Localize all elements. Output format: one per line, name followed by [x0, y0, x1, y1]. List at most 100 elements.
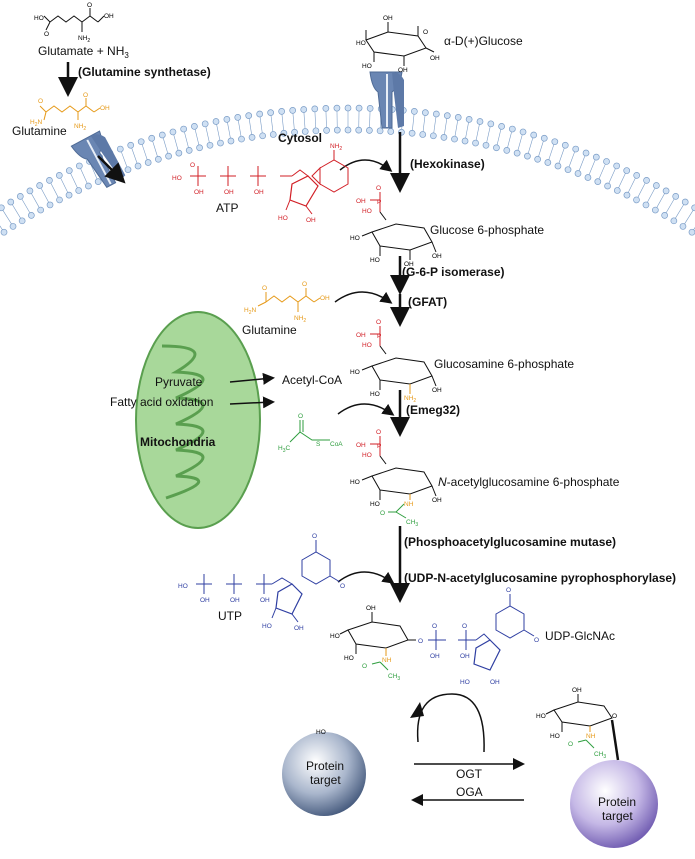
lipid-tail — [485, 123, 492, 146]
lipid-head — [196, 144, 203, 152]
lipid-head — [623, 191, 631, 199]
lipid-head — [572, 145, 580, 153]
lipid-tail — [464, 119, 470, 142]
lipid-tail — [49, 180, 60, 201]
lipid-head — [613, 187, 621, 194]
lipid-tail — [411, 111, 415, 134]
glutamine-curved-arrow — [334, 291, 393, 304]
lipid-head — [604, 182, 611, 190]
lipid-head — [584, 174, 592, 181]
g6p-isomerase-label: (G-6-P isomerase) — [402, 265, 505, 279]
lipid-head — [681, 198, 689, 206]
udp-glcnac-ch3: CH3 — [388, 673, 400, 682]
lipid-tail — [496, 126, 502, 148]
lipid-head — [280, 129, 288, 137]
lipid-head — [175, 149, 183, 157]
lipid-head — [530, 131, 538, 139]
glutamate-structure — [43, 8, 105, 32]
glucosamine6p-structure — [361, 326, 437, 394]
lipid-head — [355, 126, 363, 134]
lipid-head — [513, 149, 521, 157]
lipid-head — [487, 120, 495, 128]
lipid-head — [574, 170, 582, 177]
glutamine-mid-structure — [257, 288, 321, 312]
lipid-head — [127, 141, 135, 149]
lipid-tail — [655, 190, 667, 211]
adenine-structure — [311, 150, 349, 193]
utp-o1: O — [312, 533, 317, 540]
lipid-head — [7, 198, 15, 206]
glucose6p-structure — [361, 192, 437, 260]
lipid-tail — [1, 207, 14, 227]
udp-glcnac-ho3: HO — [460, 679, 470, 686]
gfat-label: (GFAT) — [408, 295, 447, 309]
lipid-tail — [162, 134, 169, 157]
lipid-head — [311, 105, 319, 113]
lipid-head — [165, 152, 172, 160]
cycle-arrowhead — [410, 702, 424, 718]
udp-glcnac-nh: NH — [382, 657, 392, 664]
lipid-head — [116, 145, 124, 153]
lipid-head — [540, 134, 548, 142]
glutamate-o1: O — [44, 31, 49, 38]
lipid-head — [688, 228, 695, 236]
glutamine-top-o2: O — [83, 92, 88, 99]
lipid-tail — [369, 108, 371, 131]
ogt-label: OGT — [456, 767, 483, 781]
lipid-head — [333, 104, 341, 112]
glucose-oh2: OH — [398, 67, 408, 74]
pyruvate-arrow — [229, 372, 275, 385]
protein-left-label-2: target — [310, 773, 341, 787]
glutamine-mid-nh2: NH2 — [294, 315, 306, 324]
lipid-head — [366, 127, 373, 134]
glutamine-mid-oh: OH — [320, 295, 330, 302]
pyrophosphorylase-label: (UDP-N-acetylglucosamine pyrophosphoryla… — [404, 571, 676, 585]
lipid-head — [432, 110, 440, 118]
lipid-head — [144, 159, 152, 166]
lipid-head — [154, 155, 162, 163]
protein-right-label-1: Protein — [598, 795, 636, 809]
atp-o1: O — [190, 162, 195, 169]
glucose-ho2: HO — [362, 63, 372, 70]
atp-structure — [190, 166, 319, 215]
lipid-head — [551, 138, 559, 146]
udp-glcnac-o1: O — [418, 638, 423, 645]
lipid-tail — [120, 148, 129, 170]
glutamine-top-structure — [39, 98, 101, 121]
lipid-head — [0, 204, 5, 212]
glutamine-top-oh: OH — [100, 105, 110, 112]
acetyl-coa-h3c: H3C — [278, 445, 290, 454]
lipid-head — [223, 116, 231, 123]
lipid-tail — [248, 115, 253, 138]
lipid-tail — [292, 110, 295, 133]
lipid-tail — [29, 190, 41, 211]
nag6p-oh3: OH — [432, 497, 442, 504]
lipid-head — [642, 201, 650, 209]
lipid-tail — [172, 131, 180, 154]
lipid-head — [26, 187, 34, 195]
lipid-head — [498, 123, 505, 130]
udp-glcnac-o4: O — [506, 587, 511, 594]
lipid-head — [137, 138, 145, 146]
lipid-tail — [39, 185, 51, 206]
lipid-head — [633, 172, 641, 179]
lipid-tail — [587, 157, 597, 178]
lipid-head — [653, 182, 660, 189]
lipid-head — [28, 212, 35, 219]
lipid-tail — [537, 138, 545, 160]
lipid-tail — [270, 112, 274, 135]
udp-glcnac-ho2: HO — [344, 655, 354, 662]
atp-oh2: OH — [224, 189, 234, 196]
lipid-head — [134, 162, 142, 170]
g6p-p: P — [377, 199, 381, 206]
lipid-head — [227, 137, 235, 145]
alpha-glucose-label: α-D(+)Glucose — [444, 34, 523, 48]
glutamine-top-h2n: H2N — [30, 119, 42, 128]
glutamine-top-label: Glutamine — [12, 124, 67, 138]
g6p-oh2: OH — [404, 261, 414, 268]
lipid-head — [312, 127, 320, 135]
lipid-head — [503, 146, 511, 154]
utp-oh3: OH — [260, 597, 270, 604]
glutamine-synthetase-label: (Glutamine synthetase) — [78, 65, 211, 79]
